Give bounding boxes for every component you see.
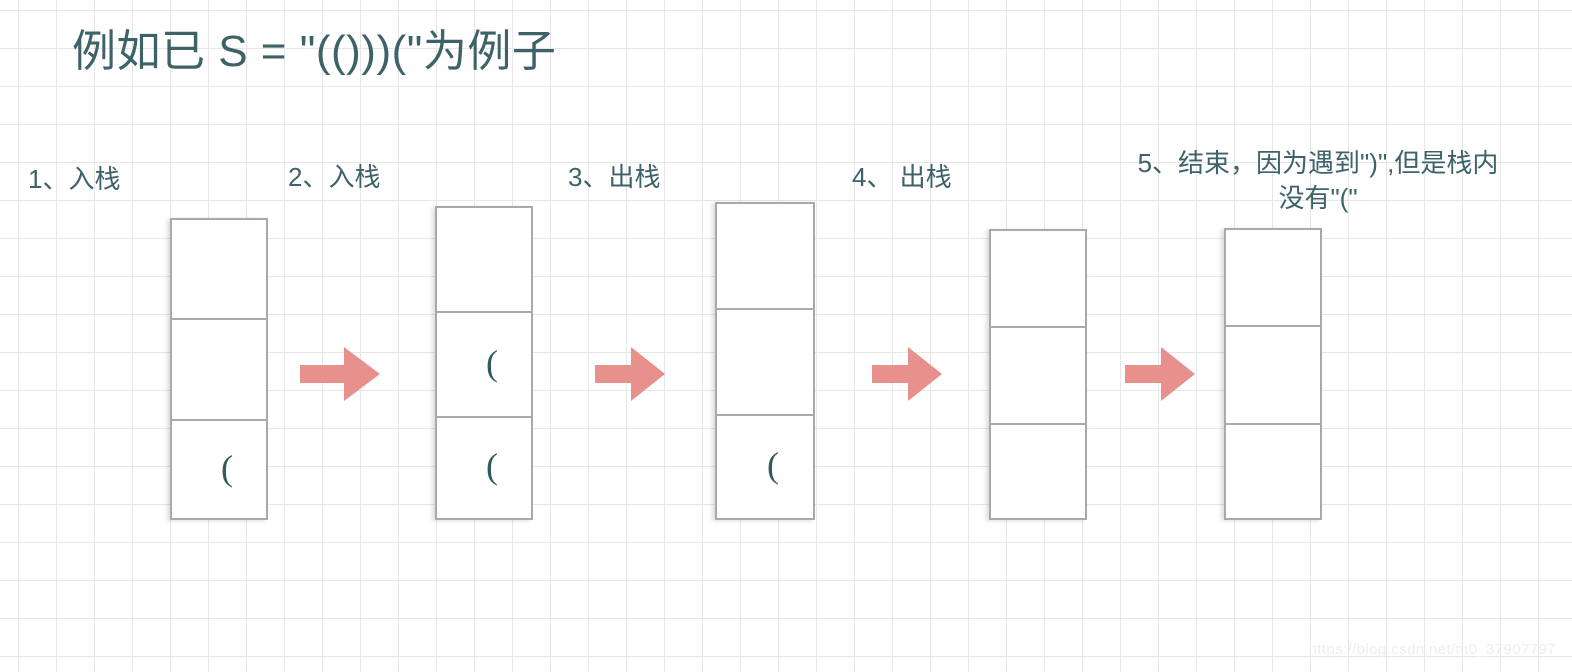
arrow-2-to-3 xyxy=(595,338,665,415)
stack-cell xyxy=(1224,325,1322,423)
step-label-4: 4、 出栈 xyxy=(852,162,952,192)
stack-cell xyxy=(170,318,268,419)
stack-cell-value: ( xyxy=(486,342,498,383)
stack-cell xyxy=(989,229,1087,326)
stack-step-4 xyxy=(989,229,1087,520)
stack-step-2: ( ( xyxy=(435,206,533,520)
step-label-3: 3、出栈 xyxy=(568,162,661,192)
stack-cell xyxy=(989,423,1087,520)
step-label-5: 5、结束，因为遇到")",但是栈内没有"(" xyxy=(1137,148,1499,214)
stack-cell xyxy=(1224,228,1322,325)
stack-cell xyxy=(715,202,815,308)
step-label-2: 2、入栈 xyxy=(288,162,381,192)
stack-step-5 xyxy=(1224,228,1322,520)
stack-cell-value: ( xyxy=(221,447,233,488)
step-label-1: 1、入栈 xyxy=(28,164,121,194)
arrow-3-to-4 xyxy=(872,338,942,415)
arrow-4-to-5 xyxy=(1125,338,1195,415)
stack-cell xyxy=(170,218,268,318)
stack-cell: ( xyxy=(170,419,268,520)
stack-step-3: ( xyxy=(715,202,815,520)
stack-cell xyxy=(435,206,533,311)
page-title: 例如已 S = "(()))("为例子 xyxy=(72,27,557,76)
stack-cell-value: ( xyxy=(767,445,779,485)
stack-cell xyxy=(1224,423,1322,520)
stack-cell xyxy=(989,326,1087,423)
stack-cell: ( xyxy=(435,416,533,520)
stack-cell-value: ( xyxy=(486,446,498,486)
stack-step-1: ( xyxy=(170,218,268,520)
arrow-1-to-2 xyxy=(300,338,380,415)
stack-cell: ( xyxy=(715,414,815,520)
stack-cell: ( xyxy=(435,311,533,416)
stack-cell xyxy=(715,308,815,414)
watermark: https://blog.csdn.net/m0_37907797 xyxy=(1308,641,1556,658)
